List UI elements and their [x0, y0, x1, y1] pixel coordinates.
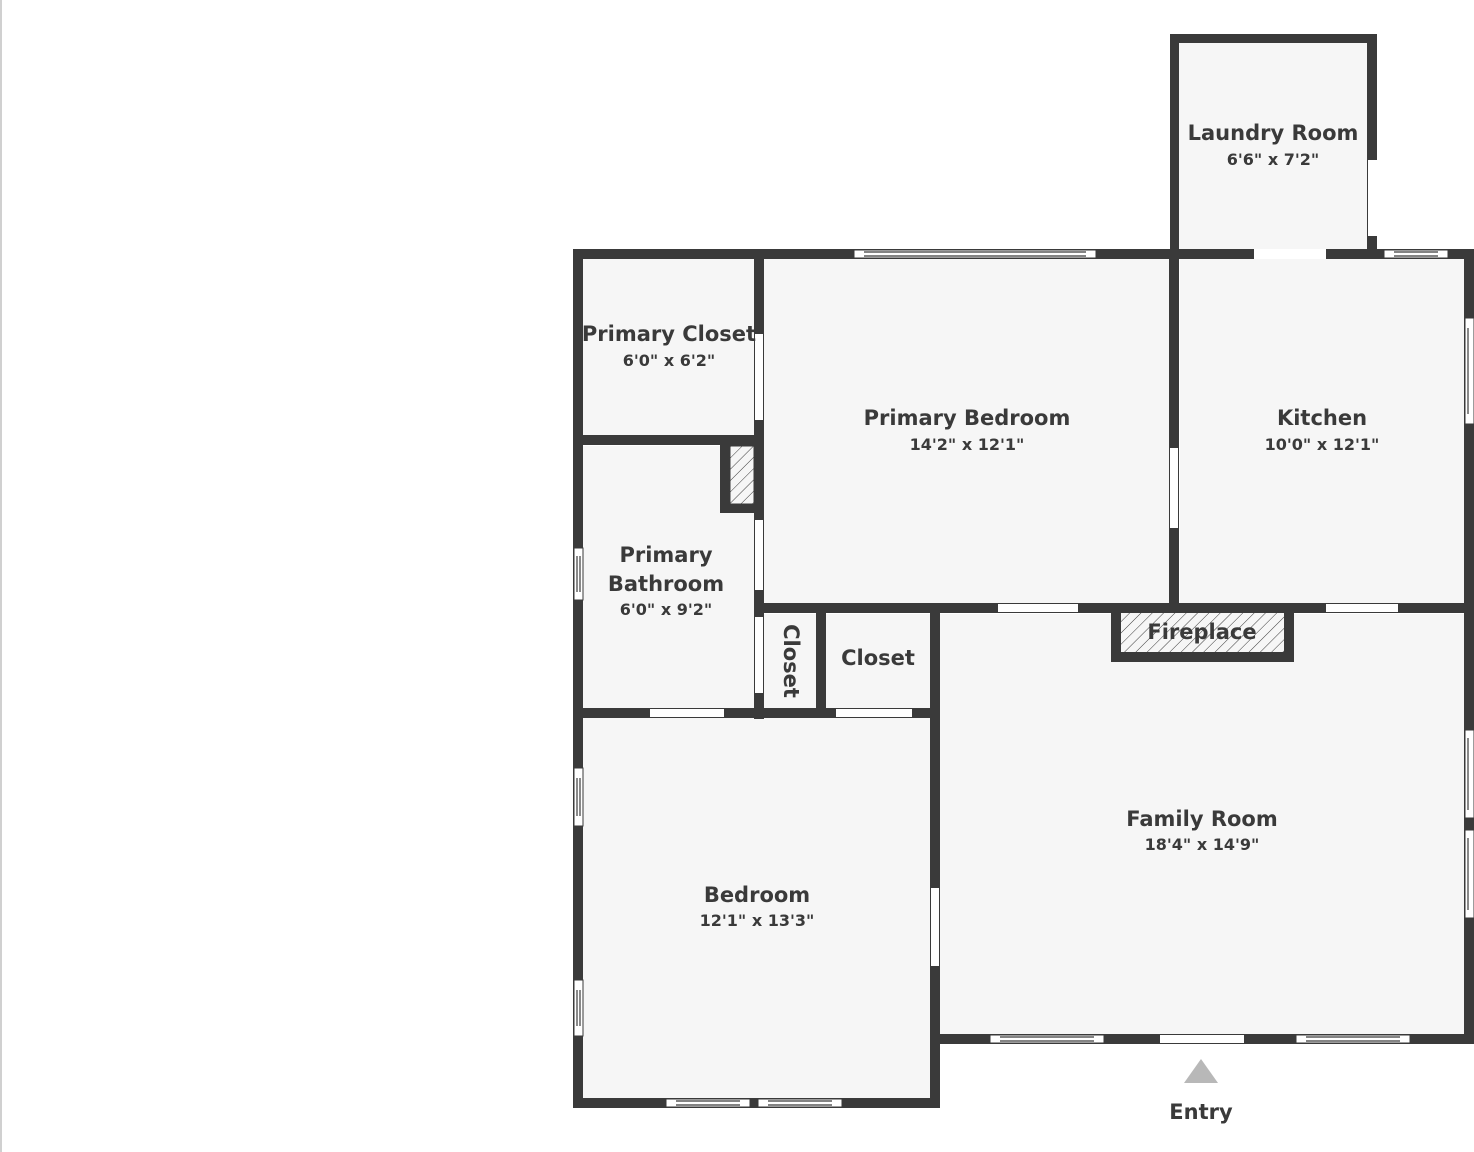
closet-floor: [826, 614, 930, 708]
family-room-name: Family Room: [1126, 807, 1277, 831]
door-openings: [650, 160, 1398, 1043]
primary-closet-name: Primary Closet: [582, 322, 756, 346]
small-closet-floor: [764, 614, 816, 708]
primary-bathroom-dimensions: 6'0" x 9'2": [620, 600, 712, 619]
laundry-side-door: [1368, 160, 1377, 236]
primary-bathroom-name-line2: Bathroom: [608, 572, 724, 596]
fireplace: [1111, 611, 1294, 662]
entry-arrow-icon: [1184, 1059, 1218, 1083]
small-closet-door: [755, 617, 763, 693]
laundry-room-dimensions: 6'6" x 7'2": [1227, 150, 1319, 169]
bedroom-kitchen-door: [1170, 448, 1178, 528]
laundry-room-name: Laundry Room: [1188, 121, 1359, 145]
fireplace-hatch: [1121, 613, 1284, 652]
primary-bathroom-name-line1: Primary: [619, 543, 712, 567]
family-room-dimensions: 18'4" x 14'9": [1145, 835, 1260, 854]
family-room-floor: [940, 614, 1464, 1034]
primary-bedroom-floor: [764, 258, 1170, 604]
closet-door: [836, 709, 912, 717]
closet-name: Closet: [841, 646, 915, 670]
room-floors: [582, 42, 1464, 1098]
small-closet-name: Closet: [779, 624, 803, 698]
bedroom-family-side-door: [931, 888, 939, 966]
primary-closet-dimensions: 6'0" x 6'2": [623, 351, 715, 370]
kitchen-dimensions: 10'0" x 12'1": [1265, 435, 1380, 454]
bedroom-family-door: [998, 604, 1078, 612]
bathroom-bedroom-door: [650, 709, 724, 717]
kitchen-laundry-door: [1254, 249, 1326, 259]
bedroom-floor: [582, 718, 930, 1098]
left-edge-border: [0, 0, 2, 1152]
windows: [573, 249, 1474, 1108]
bedroom-name: Bedroom: [704, 883, 810, 907]
primary-bathroom-door: [755, 520, 763, 590]
primary-bedroom-dimensions: 14'2" x 12'1": [910, 435, 1025, 454]
kitchen-floor: [1180, 258, 1464, 604]
primary-closet-floor: [582, 258, 754, 436]
kitchen-name: Kitchen: [1277, 406, 1367, 430]
primary-bedroom-name: Primary Bedroom: [864, 406, 1071, 430]
kitchen-family-door: [1326, 604, 1398, 612]
entry-door: [1160, 1035, 1244, 1043]
entry-marker: Entry: [1169, 1059, 1233, 1124]
entry-label: Entry: [1169, 1100, 1233, 1124]
room-labels: Laundry Room 6'6" x 7'2" Primary Closet …: [582, 121, 1379, 930]
laundry-room-floor: [1178, 42, 1368, 250]
bedroom-dimensions: 12'1" x 13'3": [700, 911, 815, 930]
utility-chase-hatch: [729, 445, 755, 505]
primary-closet-door: [755, 334, 763, 420]
fireplace-name: Fireplace: [1147, 620, 1256, 644]
